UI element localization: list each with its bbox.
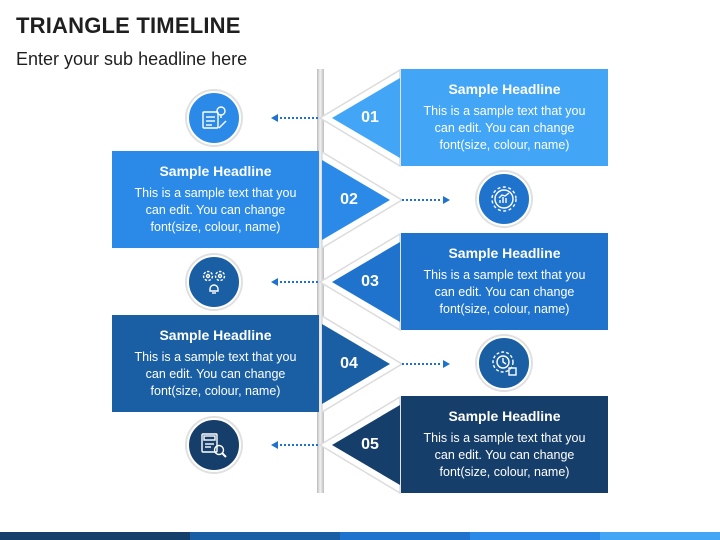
- step-arrow-4: [402, 360, 450, 368]
- step-box-4: Sample Headline This is a sample text th…: [112, 315, 319, 412]
- step-headline-5: Sample Headline: [448, 408, 561, 424]
- step-text-3: This is a sample text that you can edit.…: [423, 268, 586, 316]
- step-triangle-4: [321, 314, 404, 414]
- step-text-4: This is a sample text that you can edit.…: [134, 350, 297, 398]
- step-arrow-5: [271, 441, 318, 449]
- step-text-5: This is a sample text that you can edit.…: [423, 431, 586, 479]
- step-number-1: 01: [361, 109, 379, 126]
- document-idea-icon: [187, 91, 241, 145]
- step-number-3: 03: [361, 273, 379, 290]
- step-arrow-1: [271, 114, 318, 122]
- gears-bulb-icon: [187, 255, 241, 309]
- step-box-5: Sample Headline This is a sample text th…: [401, 396, 608, 493]
- step-number-5: 05: [361, 436, 379, 453]
- step-headline-3: Sample Headline: [448, 245, 561, 261]
- step-arrow-3: [271, 278, 318, 286]
- step-triangle-5: [318, 395, 401, 495]
- step-headline-4: Sample Headline: [159, 327, 272, 343]
- step-headline-1: Sample Headline: [448, 81, 561, 97]
- step-triangle-3: [318, 232, 401, 332]
- step-number-2: 02: [340, 191, 358, 208]
- step-box-3: Sample Headline This is a sample text th…: [401, 233, 608, 330]
- step-number-4: 04: [340, 355, 358, 372]
- gear-chart-icon: [477, 172, 531, 226]
- step-triangle-1: [318, 68, 401, 168]
- footer-color-bar: [0, 532, 720, 540]
- step-text-2: This is a sample text that you can edit.…: [134, 186, 297, 234]
- step-triangle-2: [321, 150, 404, 250]
- step-headline-2: Sample Headline: [159, 163, 272, 179]
- page-title: TRIANGLE TIMELINE: [16, 13, 241, 38]
- step-arrow-2: [402, 196, 450, 204]
- clock-gear-icon: [477, 336, 531, 390]
- page-subtitle: Enter your sub headline here: [16, 49, 248, 69]
- job-search-icon: [187, 418, 241, 472]
- step-text-1: This is a sample text that you can edit.…: [423, 104, 586, 152]
- step-box-2: Sample Headline This is a sample text th…: [112, 151, 319, 248]
- step-box-1: Sample Headline This is a sample text th…: [401, 69, 608, 166]
